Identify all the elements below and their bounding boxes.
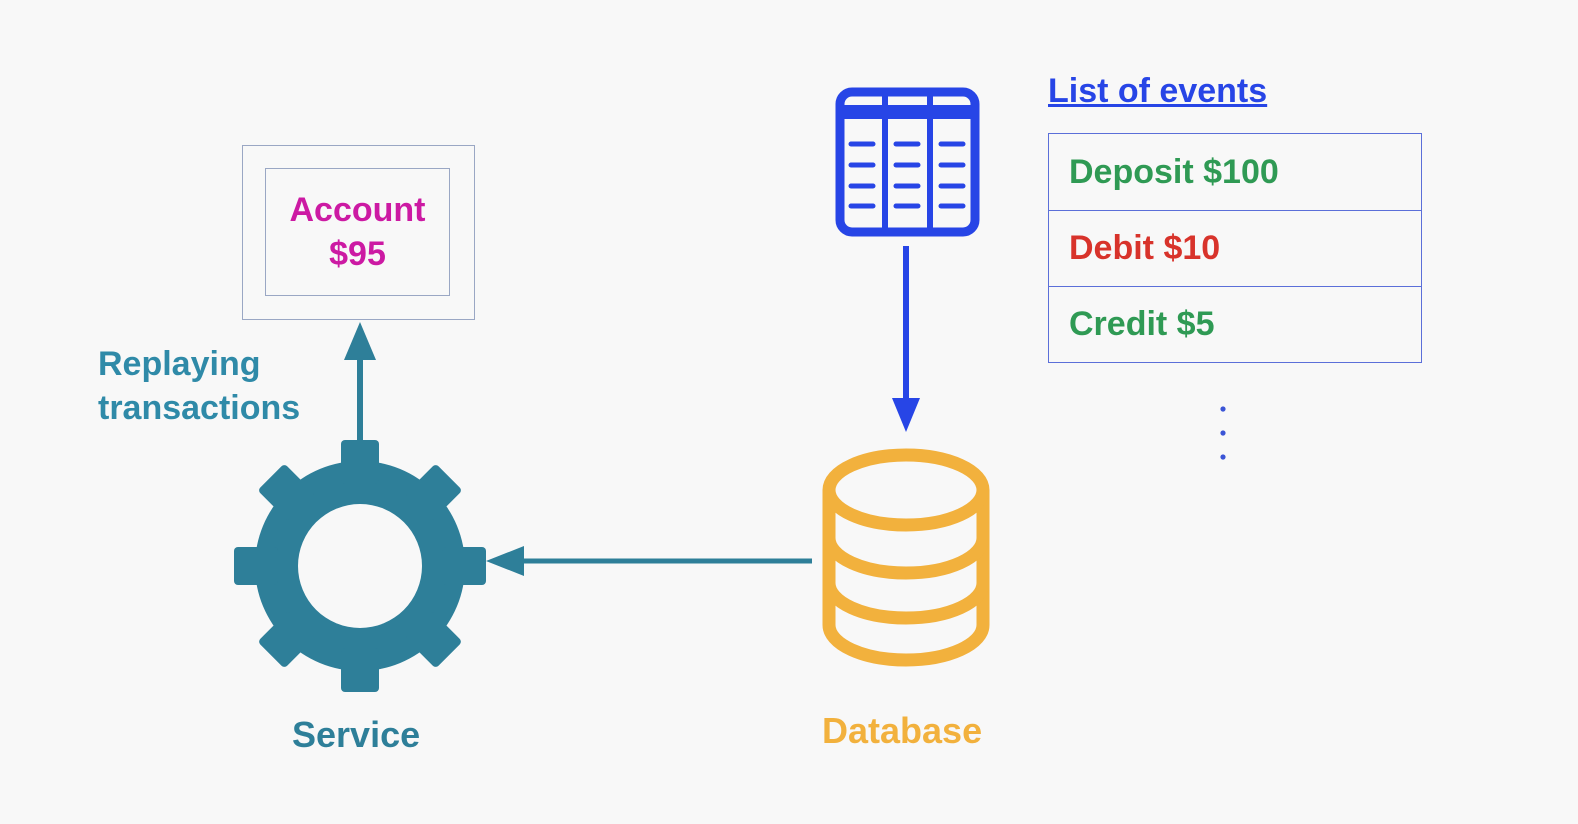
service-label: Service	[292, 714, 421, 755]
database-to-service-arrow	[486, 546, 812, 576]
events-title[interactable]: List of events	[1048, 72, 1268, 110]
database-icon	[822, 448, 990, 667]
event-label: Debit $10	[1069, 229, 1221, 267]
table-icon	[835, 87, 980, 237]
replay-label: Replaying transactions	[98, 342, 300, 430]
gear-tooth	[341, 648, 379, 692]
table-to-database-arrow	[892, 246, 920, 432]
event-row-deposit: Deposit $100	[1049, 134, 1421, 210]
event-row-debit: Debit $10	[1049, 210, 1421, 286]
event-label: Credit $5	[1069, 305, 1215, 343]
gear-tooth	[406, 612, 461, 667]
gear-tooth	[234, 547, 278, 585]
gear-tooth	[406, 465, 461, 520]
replay-label-line2: transactions	[98, 389, 301, 427]
gear-tooth	[259, 465, 314, 520]
more-events-indicator	[1220, 406, 1226, 460]
event-label: Deposit $100	[1069, 152, 1279, 191]
replay-label-line1: Replaying	[98, 345, 261, 383]
replay-arrow	[344, 322, 376, 440]
events-list: Deposit $100 Debit $10 Credit $5	[1048, 133, 1422, 363]
database-label: Database	[822, 710, 983, 751]
account-state-box: Account $95	[242, 145, 475, 320]
gear-tooth	[341, 440, 379, 484]
gear-hole	[298, 504, 422, 628]
account-balance: $95	[329, 235, 386, 273]
gear-tooth	[259, 612, 314, 667]
account-state-inner: Account $95	[265, 168, 450, 296]
gear-tooth	[442, 547, 486, 585]
event-row-credit: Credit $5	[1049, 286, 1421, 362]
account-label: Account	[289, 191, 426, 229]
gear-icon	[234, 440, 486, 692]
